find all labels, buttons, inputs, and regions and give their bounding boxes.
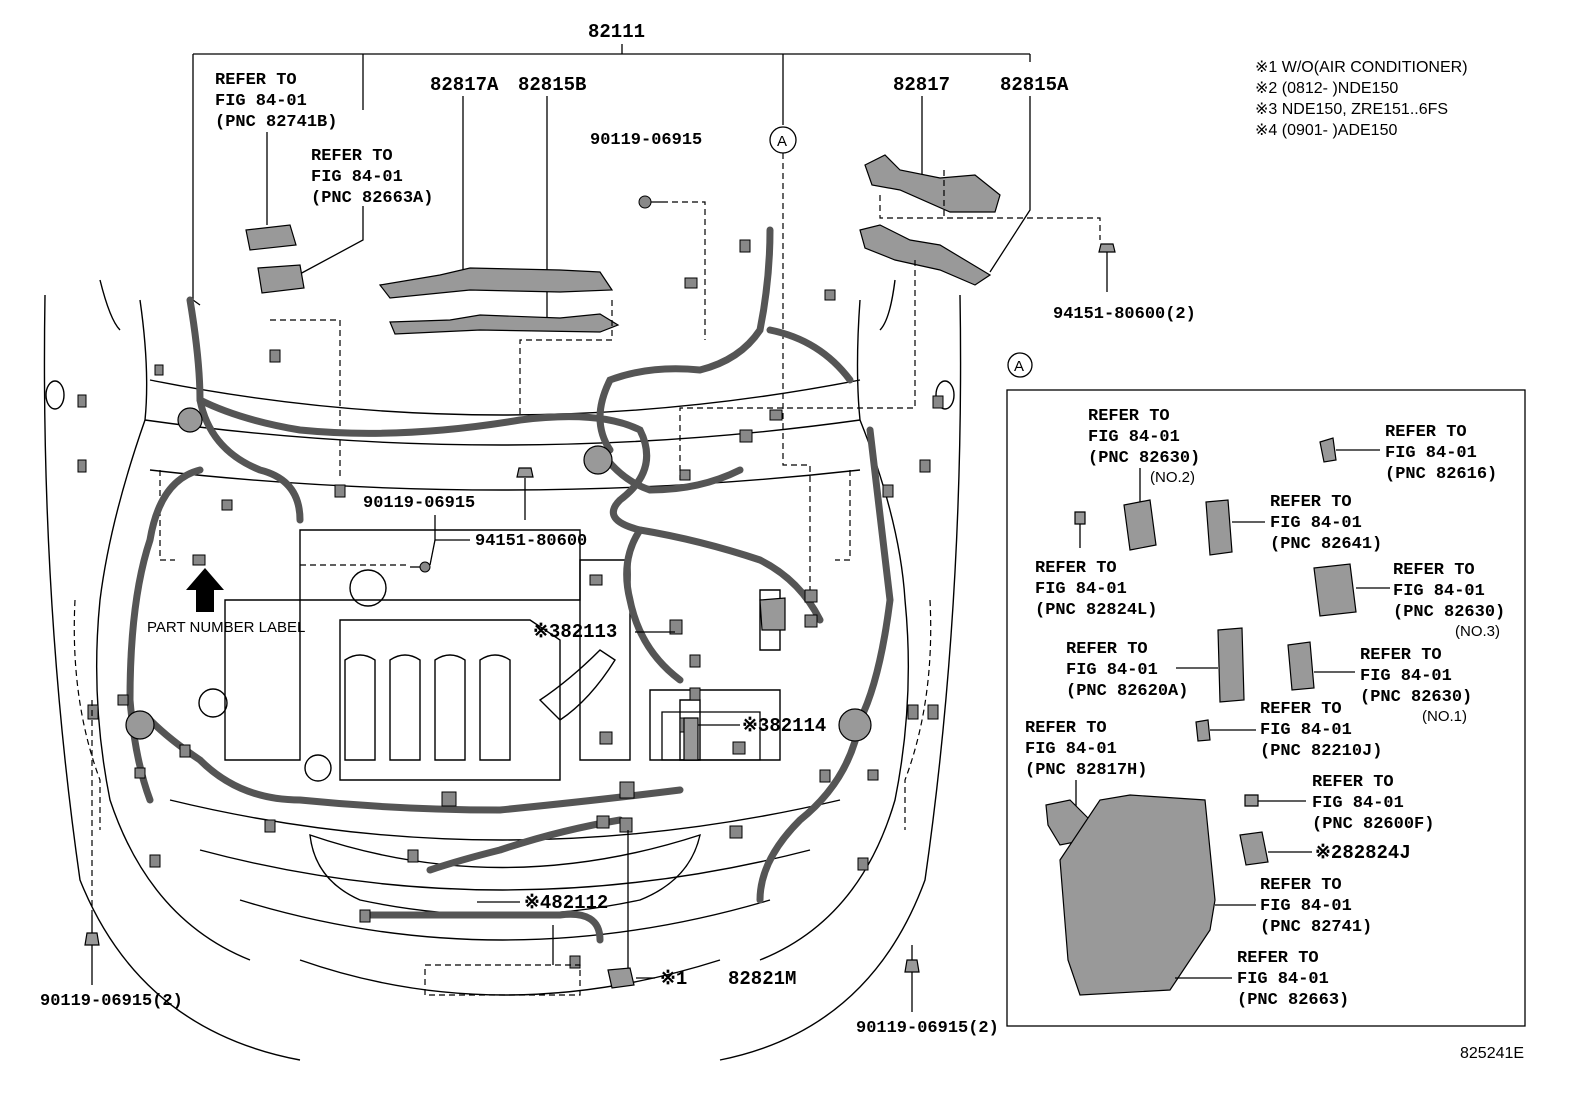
svg-text:REFER TO: REFER TO bbox=[1035, 559, 1117, 578]
svg-text:(NO.3): (NO.3) bbox=[1455, 623, 1500, 640]
svg-text:FIG 84-01: FIG 84-01 bbox=[1260, 721, 1352, 740]
note-4: ※4 (0901- )ADE150 bbox=[1255, 122, 1397, 139]
svg-text:REFER TO: REFER TO bbox=[311, 147, 393, 166]
svg-text:(PNC 82600F): (PNC 82600F) bbox=[1312, 815, 1434, 834]
svg-text:REFER TO: REFER TO bbox=[1025, 719, 1107, 738]
svg-text:(PNC 82741): (PNC 82741) bbox=[1260, 918, 1372, 937]
svg-text:(NO.2): (NO.2) bbox=[1150, 469, 1195, 486]
bolt-left-label: 90119-06915(2) bbox=[40, 992, 183, 1011]
inset-a-marker: A bbox=[1014, 358, 1024, 375]
refer-82741B: REFER TO FIG 84-01 (PNC 82741B) bbox=[215, 71, 337, 251]
svg-text:(PNC 82641): (PNC 82641) bbox=[1270, 535, 1382, 554]
bracket-part bbox=[257, 264, 305, 294]
svg-text:REFER TO: REFER TO bbox=[215, 71, 297, 90]
svg-text:FIG 84-01: FIG 84-01 bbox=[1066, 661, 1158, 680]
svg-text:FIG 84-01: FIG 84-01 bbox=[215, 92, 307, 111]
part-82113-label: ※382113 bbox=[533, 621, 617, 643]
part-82821M: ※1 82821M bbox=[607, 830, 796, 990]
mid-bolt-clip: 90119-06915 94151-80600 bbox=[300, 467, 587, 573]
svg-text:(PNC 82620A): (PNC 82620A) bbox=[1066, 682, 1188, 701]
bolt-right-label: 90119-06915(2) bbox=[856, 1019, 999, 1038]
part-number-label-callout: PART NUMBER LABEL bbox=[147, 568, 305, 636]
svg-text:REFER TO: REFER TO bbox=[1260, 700, 1342, 719]
engine-block bbox=[198, 529, 781, 782]
svg-text:FIG 84-01: FIG 84-01 bbox=[1270, 514, 1362, 533]
bolt-90119-left: 90119-06915(2) bbox=[40, 700, 183, 1011]
clip-mid-label: 94151-80600 bbox=[475, 532, 587, 551]
svg-text:(PNC 82630): (PNC 82630) bbox=[1360, 688, 1472, 707]
note-2: ※2 (0812- )NDE150 bbox=[1255, 80, 1398, 97]
svg-text:(NO.1): (NO.1) bbox=[1422, 708, 1467, 725]
part-number-label: PART NUMBER LABEL bbox=[147, 619, 305, 636]
note-3: ※3 NDE150, ZRE151..6FS bbox=[1255, 101, 1448, 118]
relay-block-part bbox=[245, 224, 297, 251]
note-1: ※1 W/O(AIR CONDITIONER) bbox=[1255, 59, 1468, 76]
engine-wire-harness bbox=[77, 226, 944, 969]
part-82111-label: 82111 bbox=[588, 21, 645, 43]
vehicle-body-outline bbox=[43, 279, 962, 1061]
svg-text:REFER TO: REFER TO bbox=[1385, 423, 1467, 442]
svg-text:(PNC 82616): (PNC 82616) bbox=[1385, 465, 1497, 484]
clip-94151-right: 94151-80600(2) bbox=[1053, 243, 1196, 324]
notes-block: ※1 W/O(AIR CONDITIONER) ※2 (0812- )NDE15… bbox=[1255, 59, 1468, 139]
svg-text:REFER TO: REFER TO bbox=[1393, 561, 1475, 580]
svg-text:(PNC 82630): (PNC 82630) bbox=[1393, 603, 1505, 622]
svg-text:(PNC 82817H): (PNC 82817H) bbox=[1025, 761, 1147, 780]
protector-82817 bbox=[864, 154, 1001, 213]
svg-text:(PNC 82663): (PNC 82663) bbox=[1237, 991, 1349, 1010]
bolt-top-label: 90119-06915 bbox=[590, 131, 702, 150]
part-82817-label: 82817 bbox=[893, 74, 950, 96]
svg-text:A: A bbox=[777, 133, 787, 150]
part-82112-label: ※482112 bbox=[524, 892, 608, 914]
protector-82815B bbox=[389, 313, 620, 335]
svg-text:FIG 84-01: FIG 84-01 bbox=[1035, 580, 1127, 599]
part-82815A-label: 82815A bbox=[1000, 74, 1069, 96]
svg-text:REFER TO: REFER TO bbox=[1066, 640, 1148, 659]
svg-text:REFER TO: REFER TO bbox=[1237, 949, 1319, 968]
svg-text:(PNC 82824L): (PNC 82824L) bbox=[1035, 601, 1157, 620]
part-82817A-label: 82817A bbox=[430, 74, 499, 96]
svg-text:REFER TO: REFER TO bbox=[1260, 876, 1342, 895]
protector-82817-82815A: 82817 82815A bbox=[679, 74, 1101, 480]
svg-text:REFER TO: REFER TO bbox=[1312, 773, 1394, 792]
part-82815B-label: 82815B bbox=[518, 74, 586, 96]
part-82113: ※382113 bbox=[533, 621, 675, 643]
svg-text:FIG 84-01: FIG 84-01 bbox=[1088, 428, 1180, 447]
diagram-code: 825241E bbox=[1460, 1045, 1524, 1062]
junction-block bbox=[1059, 794, 1216, 996]
protector-82815A bbox=[859, 224, 992, 286]
svg-text:FIG 84-01: FIG 84-01 bbox=[1312, 794, 1404, 813]
svg-text:FIG 84-01: FIG 84-01 bbox=[1393, 582, 1485, 601]
svg-text:REFER TO: REFER TO bbox=[1088, 407, 1170, 426]
part-82821M-label: 82821M bbox=[728, 968, 796, 990]
svg-text:FIG 84-01: FIG 84-01 bbox=[311, 168, 403, 187]
svg-text:FIG 84-01: FIG 84-01 bbox=[1385, 444, 1477, 463]
svg-text:(PNC 82630): (PNC 82630) bbox=[1088, 449, 1200, 468]
svg-text:FIG 84-01: FIG 84-01 bbox=[1360, 667, 1452, 686]
harness-82111-callout: 82111 bbox=[192, 21, 1031, 306]
part-82821M-mark: ※1 bbox=[660, 968, 687, 990]
svg-text:FIG 84-01: FIG 84-01 bbox=[1260, 897, 1352, 916]
part-82114: ※382114 bbox=[661, 711, 826, 761]
part-82114-label: ※382114 bbox=[742, 715, 826, 737]
svg-text:(PNC 82210J): (PNC 82210J) bbox=[1260, 742, 1382, 761]
svg-text:REFER TO: REFER TO bbox=[1270, 493, 1352, 512]
svg-text:(PNC 82741B): (PNC 82741B) bbox=[215, 113, 337, 132]
part-82112: ※482112 bbox=[424, 892, 608, 996]
bolt-90119-top: 90119-06915 bbox=[590, 131, 706, 340]
part-82824J-label: ※282824J bbox=[1315, 842, 1411, 864]
refer-82663A: REFER TO FIG 84-01 (PNC 82663A) bbox=[257, 147, 433, 294]
bolt-90119-right: 90119-06915(2) bbox=[856, 945, 999, 1038]
svg-text:REFER TO: REFER TO bbox=[1360, 646, 1442, 665]
svg-text:FIG 84-01: FIG 84-01 bbox=[1237, 970, 1329, 989]
inset-a: A REFER TO FIG 84-01 (PNC 82630) (NO.2) … bbox=[1006, 352, 1526, 1027]
protector-82817A-82815B: 82817A 82815B bbox=[270, 74, 620, 480]
svg-text:(PNC 82663A): (PNC 82663A) bbox=[311, 189, 433, 208]
protector-82817A bbox=[378, 267, 614, 299]
svg-text:FIG 84-01: FIG 84-01 bbox=[1025, 740, 1117, 759]
callout-a-marker: A bbox=[769, 126, 811, 590]
bolt-mid-label: 90119-06915 bbox=[363, 494, 475, 513]
clip-right-label: 94151-80600(2) bbox=[1053, 305, 1196, 324]
